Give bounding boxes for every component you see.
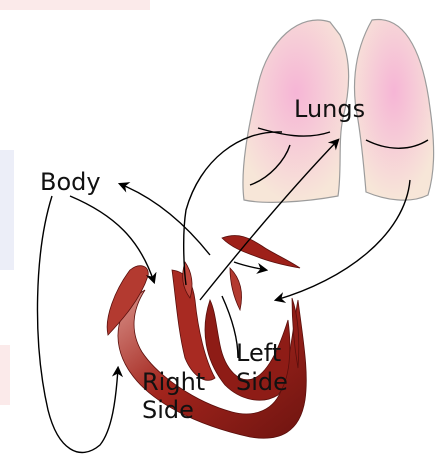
label-lungs: Lungs [294, 95, 365, 123]
label-body: Body [40, 168, 101, 196]
heart-illustration [107, 236, 306, 439]
right-lung [355, 19, 434, 200]
aorta-flap [222, 236, 300, 268]
label-right-side-2: Side [142, 396, 194, 424]
label-right-side-1: Right [142, 368, 205, 396]
arrow-into-left-atrium [234, 262, 266, 270]
arrow-heart-to-body [120, 184, 210, 255]
label-left-side-2: Side [236, 368, 288, 396]
arrow-loop-left-outer [37, 196, 118, 452]
label-left-side-1: Left [236, 339, 281, 367]
left-atrium-flap [230, 268, 242, 310]
